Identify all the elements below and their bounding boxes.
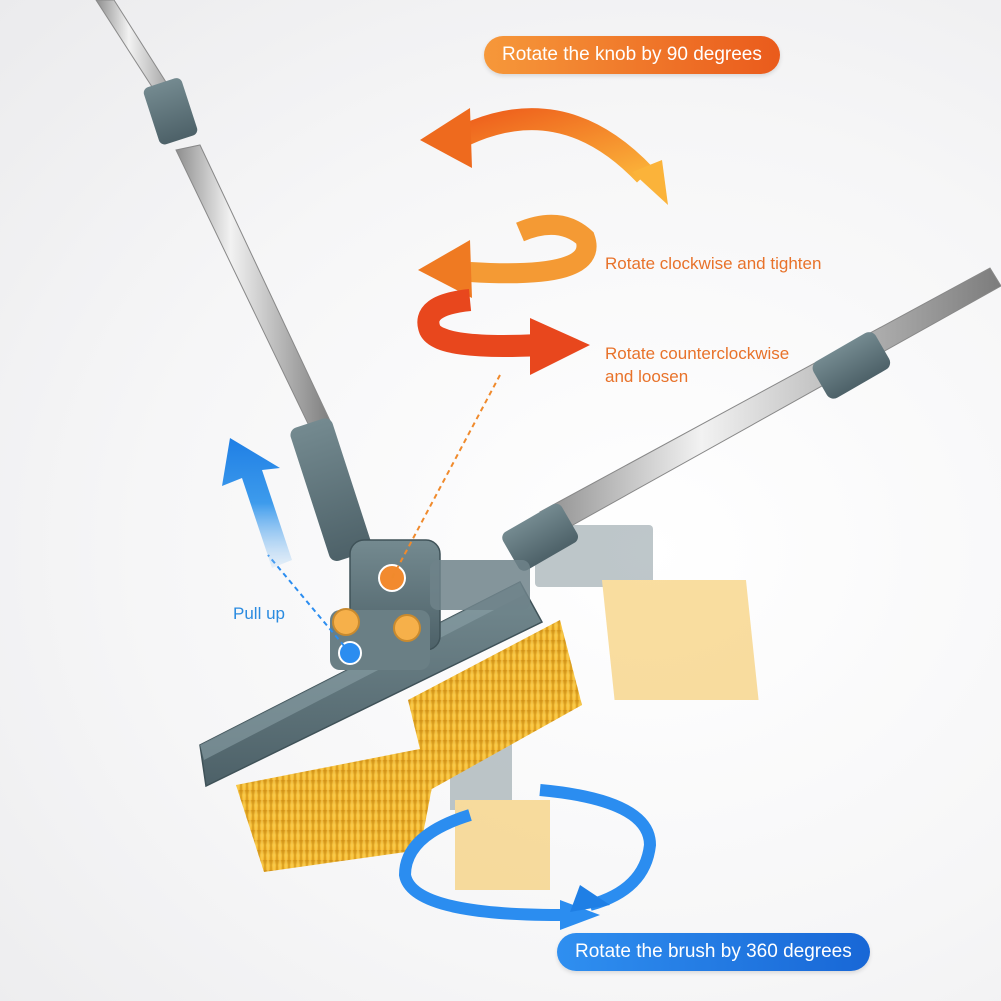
brush-head xyxy=(199,581,582,872)
pull-up-label: Pull up xyxy=(233,604,285,623)
rotate-clockwise-label: Rotate clockwise and tighten xyxy=(605,254,822,273)
rotate-counterclockwise-line1: Rotate counterclockwise xyxy=(605,344,790,363)
rotate-counterclockwise-line2: and loosen xyxy=(605,367,689,386)
rotate-brush-callout: Rotate the brush by 360 degrees xyxy=(557,933,870,971)
blue-guide-line xyxy=(267,554,351,654)
orange-guide-line xyxy=(391,374,501,579)
clockwise-arrow-icon xyxy=(418,214,597,298)
rotate-counterclockwise-label: Rotate counterclockwise and loosen xyxy=(605,342,789,388)
rotate-360-arrow-icon xyxy=(398,784,657,930)
counterclockwise-arrow-icon xyxy=(417,289,590,375)
latch-button-left-icon xyxy=(332,608,360,636)
rotate-knob-callout: Rotate the knob by 90 degrees xyxy=(484,36,780,74)
right-pole xyxy=(502,267,1001,571)
latch-button-right-icon xyxy=(393,614,421,642)
pull-up-arrow-icon xyxy=(222,438,292,568)
rotate-90-arrow-icon xyxy=(420,108,668,205)
upper-pole xyxy=(95,0,372,561)
